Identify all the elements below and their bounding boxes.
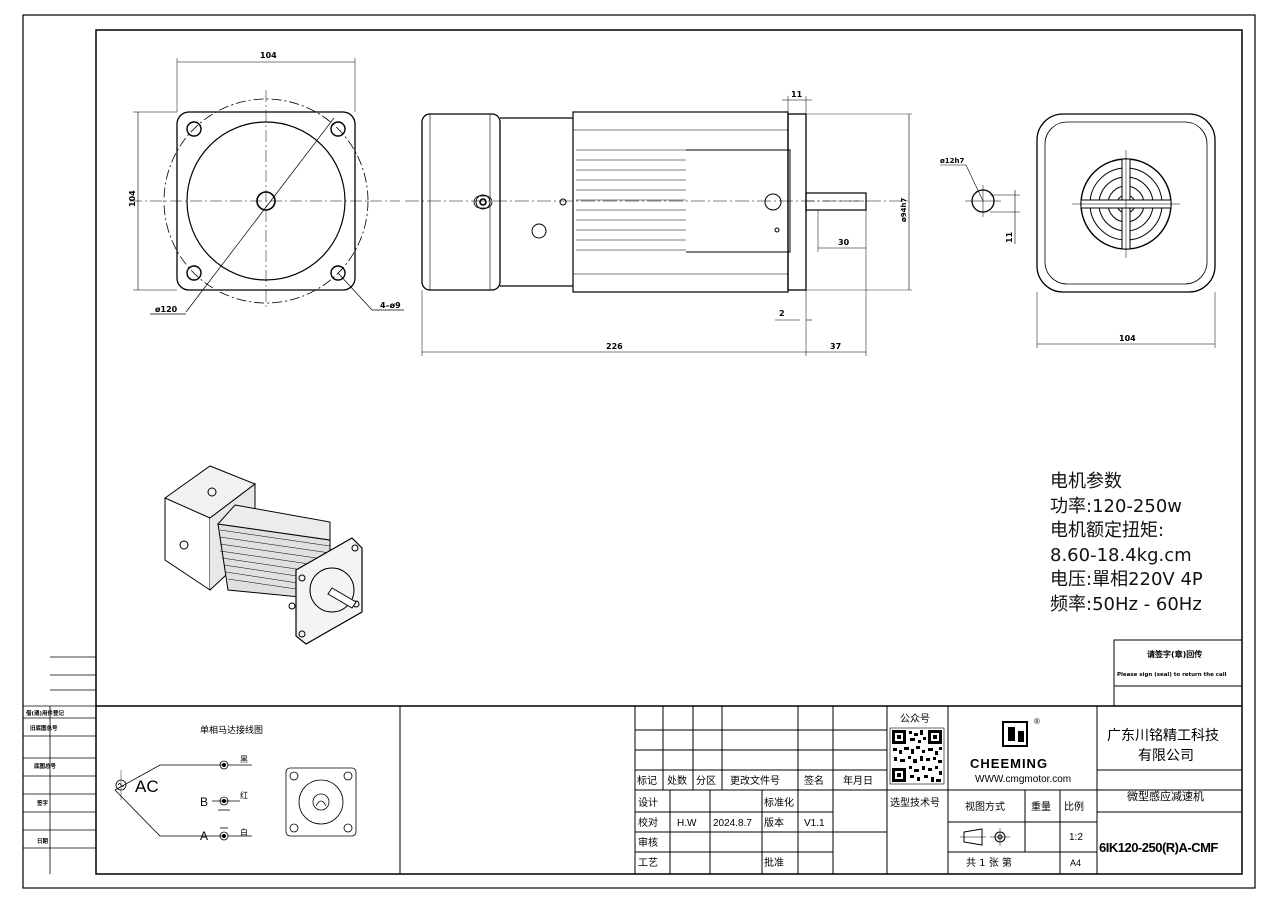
- params-torque-label: 电机额定扭矩:: [1050, 520, 1165, 541]
- wire-a-letter: A: [200, 829, 208, 843]
- company-name-line1: 广东川铭精工科技: [1107, 728, 1219, 744]
- side-shaft-dim: 30: [838, 238, 850, 247]
- shaft-key-dim: 11: [1005, 231, 1014, 243]
- front-view: [130, 58, 404, 315]
- bolt-circle: [163, 98, 369, 304]
- left-strip-row-4: 签字: [36, 799, 49, 807]
- front-holes-dim: 4–ø9: [380, 301, 401, 310]
- shaft-dia-dim: ø12h7: [940, 157, 965, 165]
- sheet-count: 共 1 张 第: [966, 856, 1012, 869]
- view-method-label: 视图方式: [965, 800, 1005, 813]
- wire-1-color: 黑: [240, 755, 248, 764]
- rev-header-date: 年月日: [843, 774, 873, 787]
- rev-date: 2024.8.7: [713, 818, 752, 829]
- scale-label: 比例: [1064, 800, 1084, 813]
- wiring-diagram: [114, 760, 357, 841]
- rev-std-label: 标准化: [764, 796, 794, 809]
- params-voltage: 电压:單相220V 4P: [1050, 569, 1203, 590]
- rev-header-zone: 分区: [696, 775, 716, 787]
- side-total-dim: 37: [830, 342, 841, 351]
- params-title: 电机参数: [1050, 471, 1122, 492]
- rev-version: V1.1: [804, 818, 825, 829]
- left-strip-row-1: 借(通)用件登记: [25, 709, 65, 717]
- qr-code: [889, 727, 945, 785]
- rev-header-doc: 更改文件号: [730, 774, 780, 787]
- rev-header-mark: 标记: [637, 775, 657, 787]
- qr-support-label: 选型技术号: [890, 796, 940, 809]
- company-name-line2: 有限公司: [1138, 748, 1194, 764]
- isometric-view: [163, 465, 363, 645]
- params-power: 功率:120-250w: [1050, 495, 1182, 517]
- rear-width-dim: 104: [1119, 334, 1136, 343]
- rev-checker: H.W: [677, 818, 697, 829]
- left-strip-row-2: 旧底图总号: [30, 724, 58, 732]
- side-pilot-dim: ø94h7: [900, 197, 908, 222]
- shaft-end-view: [940, 164, 1020, 244]
- side-body-dim: 226: [606, 342, 623, 351]
- params-torque: 8.60-18.4kg.cm: [1050, 544, 1192, 566]
- front-width-dim: 104: [260, 51, 277, 60]
- weight-label: 重量: [1031, 800, 1051, 813]
- left-strip-row-5: 日期: [37, 837, 49, 845]
- title-block-lines: [96, 705, 1242, 874]
- rev-label-design: 设计: [638, 796, 658, 809]
- rev-version-label: 版本: [764, 816, 784, 829]
- front-height-dim: 104: [128, 190, 137, 207]
- left-strip: [23, 656, 96, 874]
- front-circle-dim: ø120: [155, 305, 178, 314]
- outer-frame: [22, 14, 1256, 889]
- sheet-size: A4: [1070, 858, 1081, 868]
- wiring-title: 单相马达接线图: [200, 724, 263, 736]
- rev-label-review: 审核: [638, 836, 658, 849]
- brand-name: CHEEMING: [970, 756, 1048, 771]
- brand-logo-icon: [1002, 721, 1028, 747]
- wire-3-color: 白: [240, 827, 248, 837]
- params-frequency: 频率:50Hz - 60Hz: [1050, 593, 1202, 615]
- wire-b-letter: B: [200, 795, 208, 809]
- wire-2-color: 红: [240, 790, 248, 800]
- brand-website: WWW.cmgmotor.com: [975, 774, 1071, 785]
- rev-label-process: 工艺: [638, 857, 658, 869]
- scale-value: 1:2: [1069, 832, 1083, 843]
- rev-header-count: 处数: [667, 774, 687, 787]
- model-number: 6IK120-250(R)A-CMF: [1099, 840, 1218, 855]
- signoff-cn: 请签字(章)回传: [1147, 649, 1202, 659]
- side-flange-dim: 11: [791, 90, 803, 99]
- inner-frame: [95, 29, 1243, 875]
- motor-parameters: 电机参数 功率:120-250w 电机额定扭矩: 8.60-18.4kg.cm …: [1050, 470, 1203, 617]
- qr-public-label: 公众号: [900, 713, 930, 725]
- rev-label-check: 校对: [638, 816, 658, 829]
- side-view: [405, 96, 912, 356]
- rear-view: [1036, 113, 1216, 348]
- brand-reg: ®: [1034, 717, 1040, 726]
- wiring-ac: AC: [135, 777, 159, 796]
- rev-header-sign: 签名: [804, 774, 824, 787]
- left-strip-row-3: 底图总号: [33, 762, 57, 770]
- signoff-en: Please sign (seal) to return the call: [1117, 672, 1227, 678]
- signoff-box: [1113, 639, 1243, 706]
- side-step-dim: 2: [779, 309, 785, 318]
- rev-approve-label: 批准: [764, 856, 784, 869]
- product-name: 微型感应减速机: [1127, 789, 1204, 803]
- projection-symbol-icon: [960, 828, 1010, 846]
